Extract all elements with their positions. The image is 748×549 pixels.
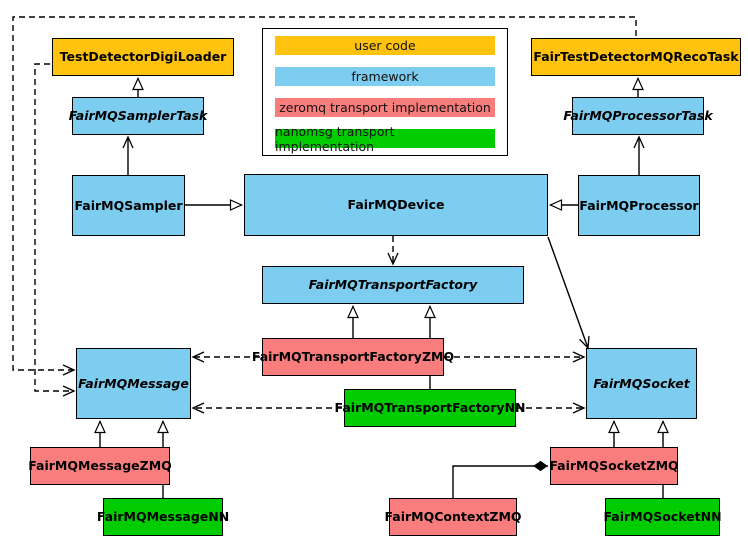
class-box-FairMQSamplerTask[interactable]: FairMQSamplerTask [69,97,207,135]
class-box-FairMQTransportFactoryZMQ[interactable]: FairMQTransportFactoryZMQ [252,338,454,376]
legend-label: zeromq transport implementation [279,100,491,115]
class-box-FairMQSampler[interactable]: FairMQSampler [72,175,185,236]
class-box-label: FairMQMessageNN [96,509,230,525]
class-box-FairMQProcessorTask[interactable]: FairMQProcessorTask [563,97,713,135]
legend-item-framework: framework [275,67,495,86]
legend-label: framework [351,69,419,84]
class-box-TestDetectorDigiLoader[interactable]: TestDetectorDigiLoader [52,38,234,76]
edge-contextzmq-socketzmq [452,460,548,498]
class-box-label: FairTestDetectorMQRecoTask [533,49,739,65]
class-box-label: FairMQSamplerTask [68,108,208,124]
legend-label: nanomsg transport implementation [275,123,395,154]
class-box-label: FairMQMessageZMQ [28,458,172,474]
class-box-FairMQMessageZMQ[interactable]: FairMQMessageZMQ [28,447,172,485]
class-box-label: FairMQSocketZMQ [549,458,679,474]
class-box-FairMQDevice[interactable]: FairMQDevice [244,174,548,236]
class-box-label: FairMQTransportFactory [308,277,478,293]
class-box-FairMQTransportFactoryNN[interactable]: FairMQTransportFactoryNN [335,389,526,427]
class-box-label: FairMQSocketNN [603,509,722,525]
edge-device-socket [547,236,590,350]
class-box-FairMQSocketNN[interactable]: FairMQSocketNN [603,498,722,536]
class-box-label: FairMQMessage [78,375,189,391]
class-box-FairMQContextZMQ[interactable]: FairMQContextZMQ [384,498,522,536]
class-box-label: FairMQDevice [347,197,445,213]
legend-item-nanomsg: nanomsg transport implementation [275,124,495,154]
class-box-FairMQMessageNN[interactable]: FairMQMessageNN [97,498,229,536]
class-box-label: FairMQContextZMQ [384,509,522,525]
legend-item-zeromq: zeromq transport implementation [275,98,495,117]
class-box-FairMQProcessor[interactable]: FairMQProcessor [578,175,700,236]
class-box-FairMQMessage[interactable]: FairMQMessage [76,348,191,419]
class-box-label: TestDetectorDigiLoader [59,49,227,65]
class-box-label: FairMQSampler [74,197,183,213]
legend-panel: user code framework zeromq transport imp… [262,28,508,156]
class-box-FairTestDetectorMQRecoTask[interactable]: FairTestDetectorMQRecoTask [531,38,741,76]
legend-item-user-code: user code [275,36,495,55]
class-box-label: FairMQTransportFactoryNN [334,400,526,416]
legend-label: user code [354,38,416,53]
class-box-FairMQSocketZMQ[interactable]: FairMQSocketZMQ [549,447,679,485]
class-box-label: FairMQSocket [593,375,690,391]
class-box-FairMQSocket[interactable]: FairMQSocket [586,348,697,419]
class-box-label: FairMQProcessorTask [563,108,713,124]
class-box-FairMQTransportFactory[interactable]: FairMQTransportFactory [262,266,524,304]
class-box-label: FairMQProcessor [579,197,699,213]
class-box-label: FairMQTransportFactoryZMQ [251,349,455,365]
